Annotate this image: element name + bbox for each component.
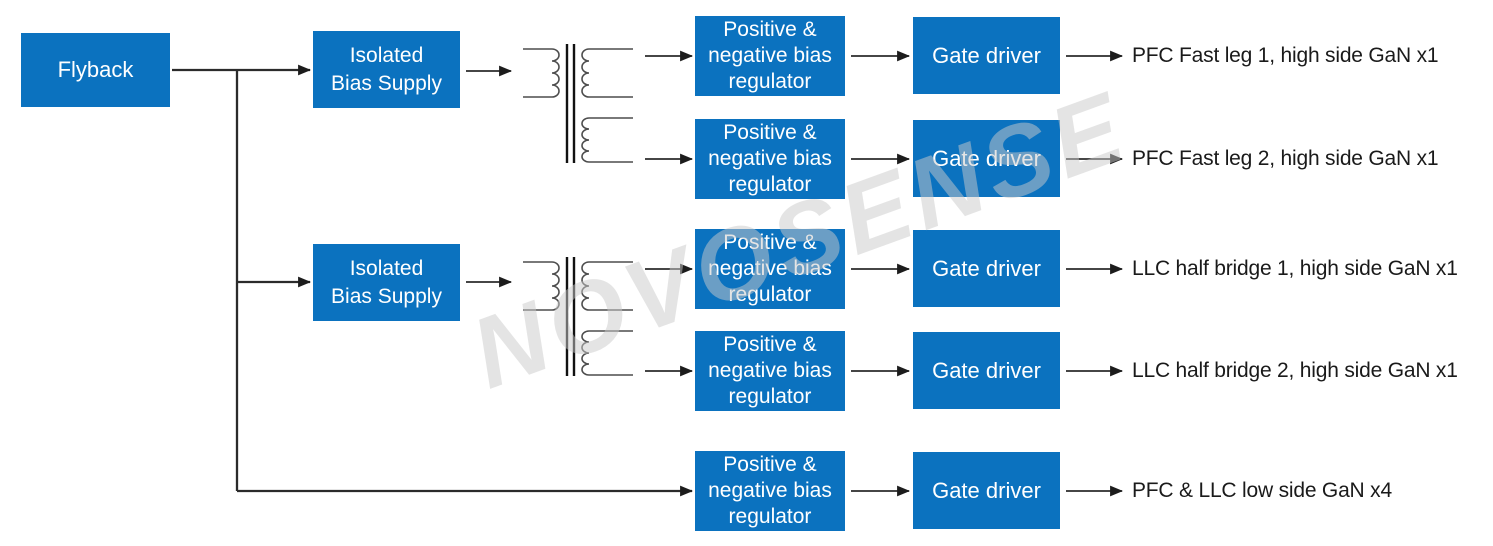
bias-regulator-block-3: Positive & negative bias regulator	[695, 229, 845, 309]
transformer-icon	[523, 44, 633, 163]
output-arrows	[1066, 50, 1124, 497]
output-label-4: LLC half bridge 2, high side GaN x1	[1132, 359, 1458, 382]
gate-driver-block-2: Gate driver	[913, 120, 1060, 197]
transformer-icon	[523, 257, 633, 376]
output-label-2: PFC Fast leg 2, high side GaN x1	[1132, 147, 1439, 170]
gate-driver-block-3: Gate driver	[913, 230, 1060, 307]
output-label-3: LLC half bridge 1, high side GaN x1	[1132, 257, 1458, 280]
flyback-block: Flyback	[21, 33, 170, 107]
isolated-bias-supply-block-2: Isolated Bias Supply	[313, 244, 460, 321]
bias-regulator-block-2: Positive & negative bias regulator	[695, 119, 845, 199]
gate-driver-arrows	[851, 50, 911, 497]
gate-driver-block-1: Gate driver	[913, 17, 1060, 94]
output-label-1: PFC Fast leg 1, high side GaN x1	[1132, 44, 1439, 67]
gate-driver-block-5: Gate driver	[913, 452, 1060, 529]
gate-driver-block-4: Gate driver	[913, 332, 1060, 409]
bias-regulator-block-5: Positive & negative bias regulator	[695, 451, 845, 531]
regulator-arrows	[645, 50, 694, 377]
bias-regulator-block-4: Positive & negative bias regulator	[695, 331, 845, 411]
isolated-bias-supply-block-1: Isolated Bias Supply	[313, 31, 460, 108]
output-label-5: PFC & LLC low side GaN x4	[1132, 479, 1392, 502]
bias-regulator-block-1: Positive & negative bias regulator	[695, 16, 845, 96]
bias-supply-arrows	[466, 65, 513, 288]
